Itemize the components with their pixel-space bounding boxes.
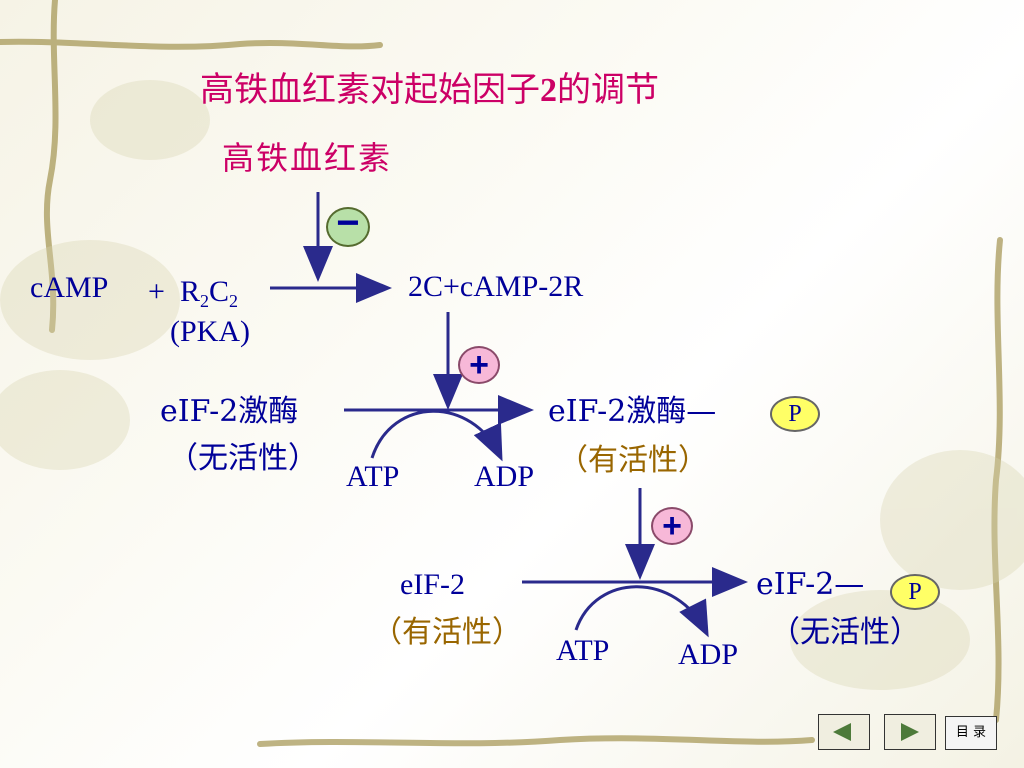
pka-label: (PKA)	[170, 315, 250, 348]
page-title: 高铁血红素对起始因子2的调节	[200, 74, 659, 108]
atp-adp-curve-2	[574, 585, 709, 638]
activation-sign-2: +	[651, 507, 693, 545]
atp-adp-curve-1	[370, 409, 503, 462]
plus-label: +	[148, 275, 165, 308]
r2c2-label: R2C2	[180, 275, 239, 311]
inhibition-sign: −	[326, 203, 370, 247]
eif2-active-label: eIF-2	[400, 568, 465, 601]
kinase-inactive-label: eIF-2激酶	[160, 394, 299, 429]
phosphate-badge-1: P	[770, 396, 820, 432]
adp-label-2: ADP	[678, 638, 739, 671]
title-tail: 的调节	[557, 72, 659, 109]
c-label: C	[209, 275, 230, 308]
triangle-left-icon	[833, 723, 851, 741]
hemin-label: 高铁血红素	[222, 139, 393, 177]
triangle-right-icon	[901, 723, 919, 741]
eif2-inactive-state: （无活性）	[770, 615, 920, 650]
previous-slide-button[interactable]	[818, 714, 870, 750]
eif2-active-state: （有活性）	[372, 615, 522, 650]
atp-label-1: ATP	[346, 460, 400, 493]
title-number: 2	[540, 72, 557, 109]
kinase-inactive-state: （无活性）	[168, 441, 318, 476]
r-subscript: 2	[200, 291, 210, 311]
kinase-active-state: （有活性）	[558, 443, 708, 478]
contents-button[interactable]: 目 录	[945, 716, 997, 750]
atp-label-2: ATP	[556, 634, 610, 667]
c-subscript: 2	[229, 291, 239, 311]
r-label: R	[180, 275, 201, 308]
adp-label-1: ADP	[474, 460, 535, 493]
title-text: 高铁血红素对起始因子	[200, 72, 540, 109]
next-slide-button[interactable]	[884, 714, 936, 750]
camp-label: cAMP	[30, 271, 109, 304]
kinase-active-label: eIF-2激酶—	[548, 394, 717, 429]
pka-product-label: 2C+cAMP-2R	[408, 270, 584, 303]
eif2-phosphorylated-label: eIF-2—	[756, 567, 865, 602]
phosphate-badge-2: P	[890, 574, 940, 610]
activation-sign-1: +	[458, 346, 500, 384]
